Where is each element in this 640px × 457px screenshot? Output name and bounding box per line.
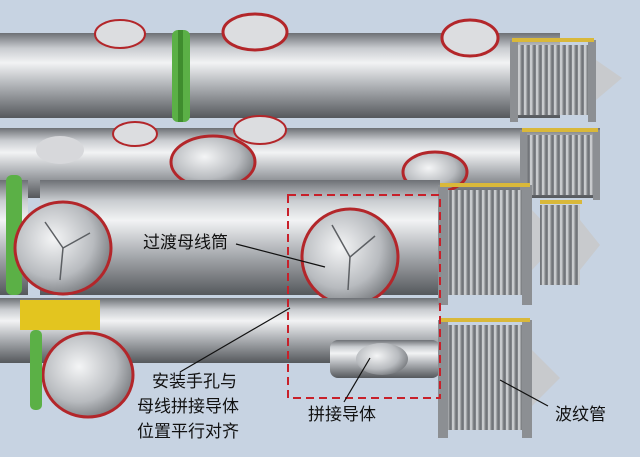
label-bellows: 波纹管 (555, 405, 606, 425)
highlight-box (287, 194, 441, 399)
pipe-top (0, 12, 560, 122)
label-bus-duct: 过渡母线筒 (143, 233, 228, 253)
label-handhole-alignment-2: 母线拼接导体 (137, 397, 239, 417)
label-handhole-alignment-3: 位置平行对齐 (137, 422, 239, 442)
transition-bus-duct (0, 175, 440, 307)
label-handhole-alignment-1: 安装手孔与 (152, 372, 237, 392)
bellows-assembly (438, 38, 622, 438)
lower-pipe (0, 298, 440, 419)
label-splice-conductor: 拼接导体 (308, 405, 376, 425)
leader-lines (179, 243, 549, 407)
